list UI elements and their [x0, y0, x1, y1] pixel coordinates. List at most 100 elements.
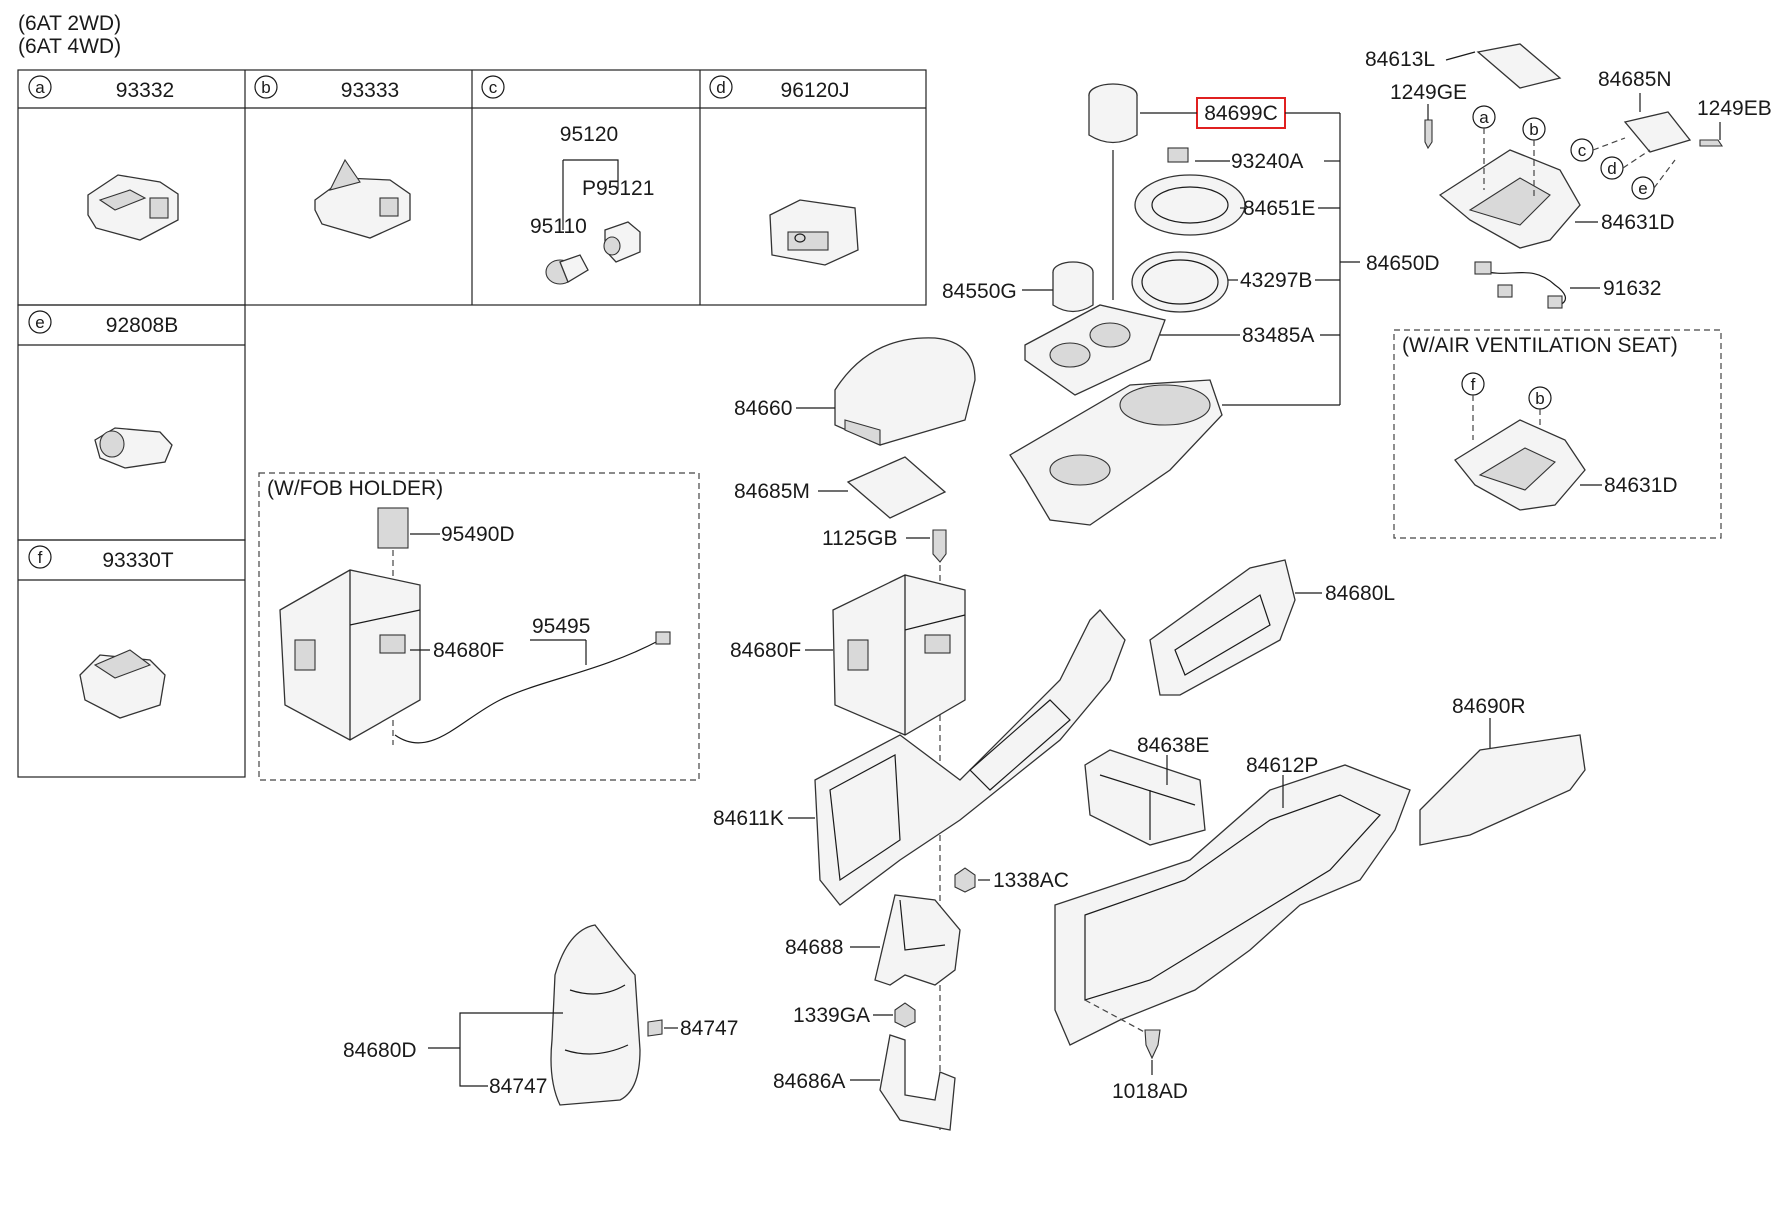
cell-a-part: 93332 — [116, 79, 174, 102]
part-84613l: 84613L — [1365, 48, 1435, 71]
trim-84690r-icon — [1419, 734, 1586, 846]
cell-b-part: 93333 — [341, 79, 399, 102]
nut-1339ga-icon — [894, 1002, 916, 1028]
part-84660: 84660 — [734, 397, 792, 420]
part-91632: 91632 — [1603, 277, 1661, 300]
ring-43297b-icon — [1131, 251, 1229, 313]
center-parts: 84660 84685M 1125GB 84680F 84611K 13 — [713, 337, 1126, 1131]
connector-93240a-icon — [1167, 147, 1189, 163]
harness-91632-icon — [1474, 261, 1567, 309]
legend-table — [17, 69, 927, 778]
fob-holder-title: (W/FOB HOLDER) — [267, 477, 443, 500]
nut-1338ac-icon — [954, 867, 976, 893]
part-93240a: 93240A — [1231, 150, 1303, 173]
side-panel-84680l-icon — [1149, 559, 1296, 696]
switch-panel-84685n-icon — [1623, 111, 1692, 153]
switch-a-icon — [87, 174, 179, 241]
part-84611k: 84611K — [713, 807, 784, 830]
right-parts: 84680L 84690R 84638E 84612P 1018AD — [1054, 559, 1586, 1103]
console-tray-84631d-icon — [1438, 149, 1581, 249]
cell-a-letter: a — [35, 78, 45, 97]
fob-part-95490d: 95490D — [441, 523, 515, 546]
part-84680f: 84680F — [730, 639, 801, 662]
part-84747-b: 84747 — [489, 1075, 547, 1098]
cell-f-letter: f — [38, 548, 43, 567]
switch-f-icon — [79, 649, 166, 719]
usb-jack-icon — [94, 427, 173, 469]
cell-c-letter: c — [489, 78, 498, 97]
cigar-lighter-icon — [545, 221, 641, 285]
part-1338ac: 1338AC — [993, 869, 1069, 892]
console-upper-84650d-icon — [1009, 379, 1223, 526]
fob-wire-harness-icon — [394, 639, 661, 744]
cell-e: e 92808B — [28, 310, 178, 469]
part-83485a: 83485A — [1242, 324, 1314, 347]
part-1125gb: 1125GB — [822, 527, 898, 550]
header-line-2: (6AT 4WD) — [18, 35, 121, 58]
cup-84550g-icon — [1052, 261, 1094, 313]
vent-seat-box: (W/AIR VENTILATION SEAT) f b 84631D — [1393, 329, 1722, 539]
cup-tray-83485a-icon — [1024, 304, 1166, 396]
screw-1249eb-icon — [1699, 139, 1724, 147]
bottom-left-parts: 84747 84680D 84747 — [343, 924, 738, 1106]
circle-d: d — [1607, 159, 1616, 178]
cell-e-letter: e — [35, 313, 44, 332]
part-84699c: 84699C — [1204, 102, 1278, 125]
part-1249eb: 1249EB — [1697, 97, 1772, 120]
cell-d-part: 96120J — [781, 79, 850, 102]
part-84685m: 84685M — [734, 480, 810, 503]
screw-1249ge-icon — [1424, 119, 1433, 150]
vent-part-84631d: 84631D — [1604, 474, 1678, 497]
top-right-parts: 84613L 1249GE 84685N 1249EB a b c d e 84… — [1365, 43, 1772, 309]
center-top-parts: 84699C 93240A 84651E 84650D 43297B — [942, 83, 1440, 526]
fob-holder-box: (W/FOB HOLDER) 95490D 84680F 95495 — [258, 472, 700, 781]
cell-d: d 96120J — [709, 75, 859, 266]
cup-sleeve-icon — [1088, 83, 1138, 144]
bracket-84688-icon — [874, 894, 961, 986]
part-84688: 84688 — [785, 936, 843, 959]
vent-box-title: (W/AIR VENTILATION SEAT) — [1402, 334, 1678, 357]
cover-84680d-icon — [550, 924, 641, 1106]
part-1249ge: 1249GE — [1390, 81, 1467, 104]
bracket-84638e-icon — [1084, 749, 1206, 846]
part-84686a: 84686A — [773, 1070, 845, 1093]
cell-a: a 93332 — [28, 75, 179, 241]
part-84612p: 84612P — [1246, 754, 1318, 777]
vent-circle-f: f — [1471, 375, 1476, 394]
mat-84685m-icon — [846, 456, 947, 519]
switch-b-icon — [314, 158, 411, 239]
part-1339ga: 1339GA — [793, 1004, 870, 1027]
cell-c-sub-95120: 95120 — [560, 123, 618, 146]
part-84685n: 84685N — [1598, 68, 1672, 91]
fob-holder-95490d-icon — [377, 507, 409, 549]
part-43297b: 43297B — [1240, 269, 1312, 292]
screw-1018ad-icon — [1144, 1029, 1161, 1060]
fob-part-95495: 95495 — [532, 615, 590, 638]
part-84680l: 84680L — [1325, 582, 1395, 605]
cell-c: c 95120 P95121 95110 — [481, 75, 654, 285]
cell-f: f 93330T — [28, 545, 174, 719]
part-84651e: 84651E — [1243, 197, 1315, 220]
mat-84613l-icon — [1476, 43, 1562, 89]
circle-a: a — [1479, 108, 1489, 127]
part-1018ad: 1018AD — [1112, 1080, 1188, 1103]
part-84550g: 84550G — [942, 280, 1017, 303]
cell-d-letter: d — [716, 78, 725, 97]
cell-b: b 93333 — [254, 75, 411, 239]
part-84631d-top: 84631D — [1601, 211, 1675, 234]
power-outlet-icon — [769, 199, 859, 266]
vent-circle-b: b — [1535, 389, 1544, 408]
cell-c-sub-95110: 95110 — [530, 215, 587, 238]
bracket-84680f-icon — [832, 574, 966, 736]
header-line-1: (6AT 2WD) — [18, 12, 121, 35]
part-84680d: 84680D — [343, 1039, 417, 1062]
cell-e-part: 92808B — [106, 314, 178, 337]
circle-c: c — [1578, 141, 1587, 160]
vent-tray-84631d-icon — [1454, 419, 1586, 511]
fob-console-bracket-icon — [279, 569, 421, 741]
bezel-84651e-icon — [1134, 174, 1246, 236]
circle-b: b — [1529, 120, 1538, 139]
bracket-84686a-icon — [879, 1034, 956, 1131]
frame-84611k-icon — [814, 609, 1126, 906]
cell-f-part: 93330T — [102, 549, 173, 572]
